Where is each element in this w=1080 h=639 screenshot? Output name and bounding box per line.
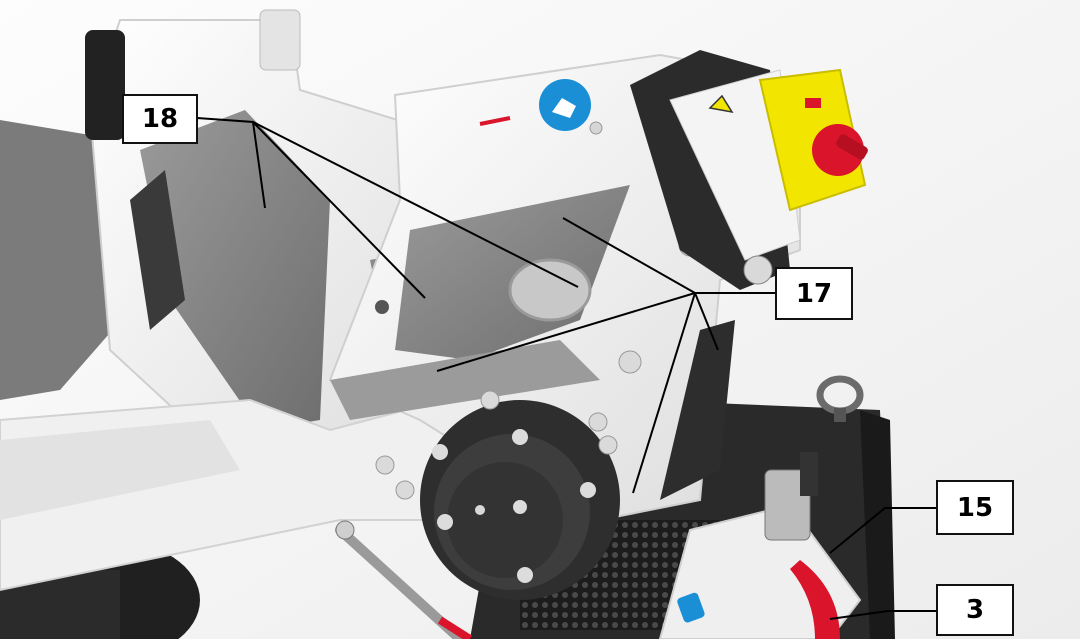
callout-15: 15 (936, 480, 1014, 535)
callout-18: 18 (122, 94, 198, 144)
hopper-handle (85, 30, 125, 140)
bearing-flange (420, 400, 620, 600)
callout-17: 17 (775, 267, 853, 320)
callout-3: 3 (936, 584, 1014, 636)
